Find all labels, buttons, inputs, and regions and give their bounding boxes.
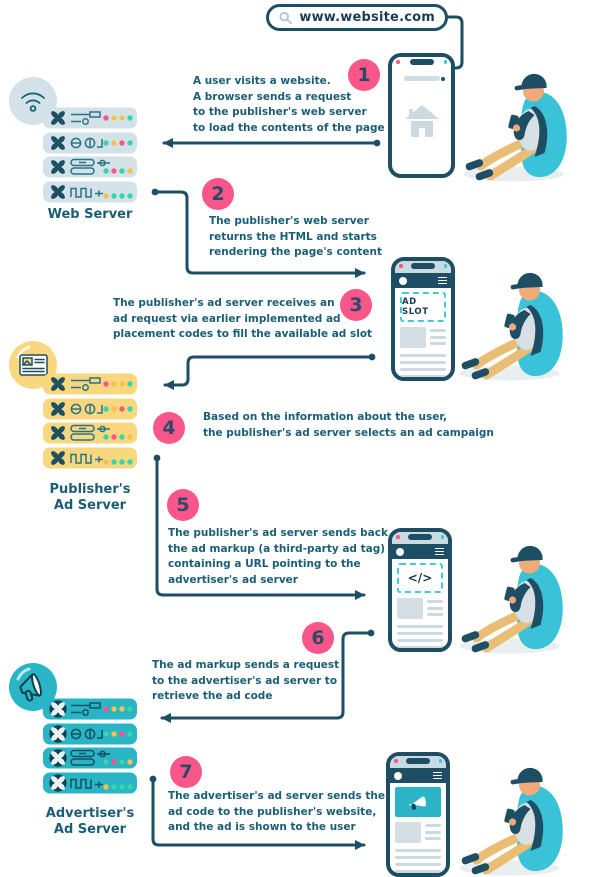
phone-step3-ad-slot: AD SLOT: [391, 257, 455, 381]
avatar-icon: [396, 547, 404, 556]
phone-step7-ad-shown: [386, 752, 450, 877]
web-server-rack: [43, 107, 137, 203]
phone-url-bar: [403, 76, 445, 81]
phone-notch: [406, 758, 430, 764]
text-lines: [427, 598, 443, 619]
phone-browser-header: [390, 768, 446, 783]
status-dot-pink: [396, 535, 400, 539]
phone-page: AD SLOT: [395, 288, 451, 377]
megaphone-icon: [409, 796, 426, 810]
phone-status-bar: [392, 57, 451, 71]
step-text-1: A user visits a website. A browser sends…: [193, 75, 385, 134]
phone-status-bar: [392, 532, 448, 544]
browser-search-bar: www.website.com: [266, 4, 448, 31]
step-text-4: Based on the information about the user,…: [203, 411, 494, 439]
status-dot-pink: [394, 759, 398, 763]
status-dot-pink: [399, 264, 403, 268]
user-on-beanbag-1: [456, 64, 571, 182]
ad-slot-label: AD SLOT: [402, 297, 429, 317]
phone-browser-header: [392, 544, 448, 559]
text-lines: [430, 327, 446, 348]
advertiser-ad-server-rack: [43, 698, 137, 794]
phone-status-bar: [395, 261, 451, 273]
avatar-icon: [394, 771, 402, 780]
status-dot-teal: [438, 759, 442, 763]
step-badge-5: 5: [167, 489, 199, 521]
step-badge-2: 2: [202, 178, 234, 210]
page-media-row: [397, 598, 443, 619]
phone-notch: [408, 534, 432, 540]
phone-notch: [411, 263, 435, 269]
page-text-lines: [397, 625, 443, 648]
step-text-5: The publisher's ad server sends back the…: [168, 527, 388, 586]
menu-icon: [435, 547, 444, 556]
code-tag-label: </>: [407, 571, 433, 585]
ad-slot-box: AD SLOT: [400, 292, 446, 322]
user-on-beanbag-4: [452, 758, 567, 876]
status-dot-teal: [443, 60, 447, 64]
image-placeholder: [397, 598, 423, 619]
phone-step1-homepage: [388, 53, 455, 178]
status-dot-teal: [443, 264, 447, 268]
magnifier-icon: [279, 11, 292, 24]
url-dot: [440, 76, 445, 81]
home-icon: [404, 105, 439, 137]
page-text-lines: [395, 849, 441, 873]
phone-step5-ad-markup: </>: [388, 528, 452, 652]
page-media-row: [400, 327, 446, 348]
step-text-7: The advertiser's ad server sends the ad …: [168, 790, 385, 833]
image-placeholder: [400, 327, 426, 348]
phone-browser-header: [395, 273, 451, 288]
step-badge-6: 6: [302, 622, 334, 654]
page-media-row: [395, 822, 441, 843]
search-url-text: www.website.com: [299, 10, 435, 25]
user-on-beanbag-2: [452, 263, 567, 381]
status-dot-pink: [396, 60, 400, 64]
megaphone-icon: [9, 663, 57, 711]
door: [418, 128, 425, 137]
text-lines: [425, 822, 441, 843]
menu-icon: [433, 771, 442, 780]
step-badge-4: 4: [153, 412, 185, 444]
ad-code-box: </>: [397, 563, 443, 593]
publisher-ad-server-rack: [43, 373, 137, 469]
advertiser-ad-server-label: Advertiser's Ad Server: [45, 806, 135, 837]
step-text-6: The ad markup sends a request to the adv…: [152, 659, 340, 702]
page-text-lines: [400, 354, 446, 377]
phone-page: [390, 783, 446, 873]
publisher-ad-server-label: Publisher's Ad Server: [49, 482, 131, 513]
image-placeholder: [395, 822, 421, 843]
phone-notch: [409, 59, 434, 65]
web-server-label: Web Server: [47, 207, 133, 222]
connector-step-3: [163, 355, 374, 390]
user-on-beanbag-3: [452, 536, 567, 654]
phone-page: </>: [392, 559, 448, 648]
menu-icon: [438, 276, 447, 285]
step-text-2: The publisher's web server returns the H…: [209, 215, 383, 258]
status-dot-teal: [440, 535, 444, 539]
avatar-icon: [399, 276, 407, 285]
step-badge-1: 1: [348, 59, 380, 91]
step-text-3: The publisher's ad server receives an ad…: [113, 297, 373, 340]
phone-status-bar: [390, 756, 446, 768]
step-badge-7: 7: [170, 756, 202, 788]
step-badge-3: 3: [340, 289, 372, 321]
ad-banner: [395, 787, 441, 817]
browser-ad-icon: [9, 341, 57, 389]
